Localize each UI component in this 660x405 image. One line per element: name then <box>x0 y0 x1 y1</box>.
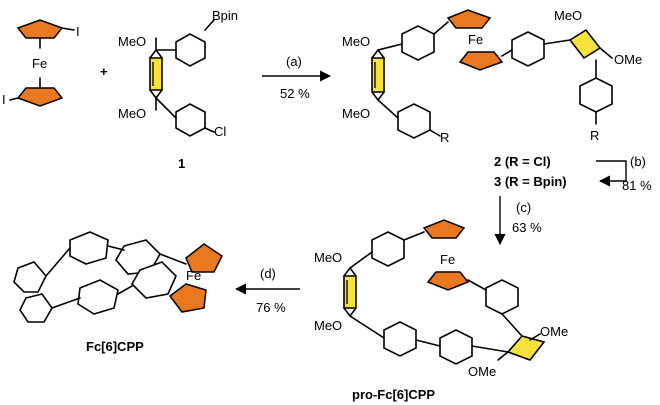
ome-label-pro-b: OMe <box>468 364 496 379</box>
cyclohexadiene-pro-right <box>506 335 546 361</box>
fe-label: Fe <box>32 56 47 71</box>
step-b-yield: 81 % <box>622 178 652 193</box>
meo-label-2b: MeO <box>342 106 370 121</box>
cyclohexadiene-left <box>371 57 385 93</box>
pro-fc6cpp-label: pro-Fc[6]CPP <box>352 387 435 402</box>
compound-1-structure: MeO MeO Bpin Cl 1 <box>118 8 238 171</box>
fe-label-pro: Fe <box>440 252 455 267</box>
phenyl-ring-cpp-c <box>131 261 177 299</box>
cyclohexadiene-ring <box>149 57 163 91</box>
arrow-step-b <box>596 160 627 187</box>
phenyl-ring-cpp-f <box>19 293 53 323</box>
compound-1-label: 1 <box>178 156 185 171</box>
iodo-label-top: I <box>76 24 80 39</box>
diiodoferrocene: Fe I I <box>2 19 80 107</box>
meo-label-2a: MeO <box>342 34 370 49</box>
fc6cpp-structure: Fe <box>13 231 223 323</box>
phenyl-ring-pro-a <box>371 231 405 267</box>
cp-ring-cpp-bottom <box>168 283 207 313</box>
phenyl-ring-2d <box>579 77 613 113</box>
step-c-label: (c) <box>516 200 531 215</box>
step-c-yield: 63 % <box>512 220 542 235</box>
phenyl-ring-2c <box>511 31 545 67</box>
bpin-label: Bpin <box>212 8 238 23</box>
pro-fc6cpp-structure: MeO MeO Fe OMe OMe <box>314 219 568 379</box>
cyclohexadiene-pro-left <box>343 275 357 309</box>
step-b-label: (b) <box>630 154 646 169</box>
step-d-yield: 76 % <box>256 300 286 315</box>
phenyl-ring-pro-b <box>485 279 519 315</box>
compound-2-3-structure: MeO MeO R Fe MeO OMe R <box>342 8 642 145</box>
cp-ring-pro-top <box>422 219 466 239</box>
meo-label-1b: MeO <box>118 106 146 121</box>
cp-ring-pro-bottom <box>426 271 470 291</box>
cp-ring-cpp-top <box>185 243 223 273</box>
cp-ring-top <box>16 19 64 39</box>
phenyl-ring-cpp-e <box>13 261 47 293</box>
cp-ring-bottom <box>16 87 64 107</box>
cyclohexadiene-right <box>568 28 602 60</box>
cp-ring-2-top <box>446 9 492 29</box>
ome-label-2: OMe <box>614 52 642 67</box>
plus-sign: + <box>100 64 108 79</box>
fc6cpp-label: Fc[6]CPP <box>86 339 144 354</box>
phenyl-ring-2b <box>397 103 431 139</box>
fe-label-cpp: Fe <box>186 268 201 283</box>
meo-label-pro-a: MeO <box>314 250 342 265</box>
r-label-2a: R <box>440 130 449 145</box>
compound-3-label: 3 (R = Bpin) <box>494 174 567 189</box>
meo-label-pro-b: MeO <box>314 318 342 333</box>
phenyl-ring-cpp-d <box>77 279 119 315</box>
cp-ring-2-bottom <box>458 51 504 71</box>
meo-label-2c: MeO <box>554 8 582 23</box>
fe-label-2: Fe <box>468 32 483 47</box>
step-d-label: (d) <box>260 266 276 281</box>
phenyl-ring-cpp-a <box>69 231 109 265</box>
step-a-yield: 52 % <box>280 86 310 101</box>
phenyl-ring-2a <box>401 25 435 61</box>
iodo-label-bottom: I <box>2 92 6 107</box>
cl-label: Cl <box>214 124 226 139</box>
phenyl-ring-bpin <box>175 33 206 67</box>
compound-2-label: 2 (R = Cl) <box>494 154 551 169</box>
phenyl-ring-pro-c <box>439 329 473 365</box>
meo-label-1a: MeO <box>118 34 146 49</box>
phenyl-ring-pro-d <box>383 321 417 357</box>
step-a-label: (a) <box>286 54 302 69</box>
r-label-2b: R <box>590 128 599 143</box>
phenyl-ring-cl <box>175 103 206 137</box>
ome-label-pro-a: OMe <box>540 324 568 339</box>
